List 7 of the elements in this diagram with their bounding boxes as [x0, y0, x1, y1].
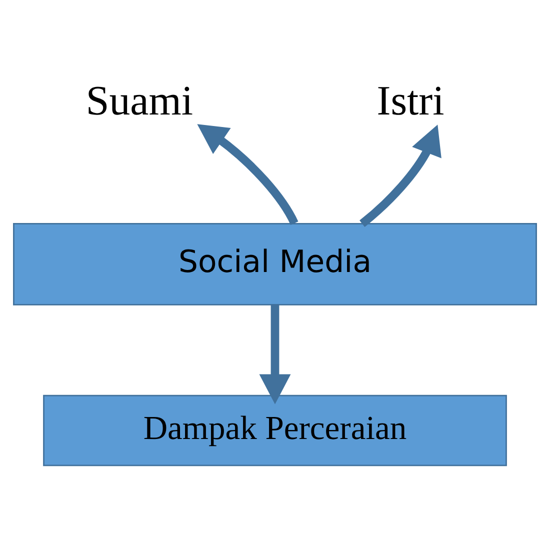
arrow	[197, 124, 298, 225]
node-text: Suami	[86, 78, 194, 124]
node-box: Social Media	[13, 222, 537, 305]
node-text: Istri	[376, 78, 444, 124]
node-box: Dampak Perceraian	[43, 394, 507, 466]
arrow	[259, 304, 291, 404]
arrow	[359, 124, 442, 226]
